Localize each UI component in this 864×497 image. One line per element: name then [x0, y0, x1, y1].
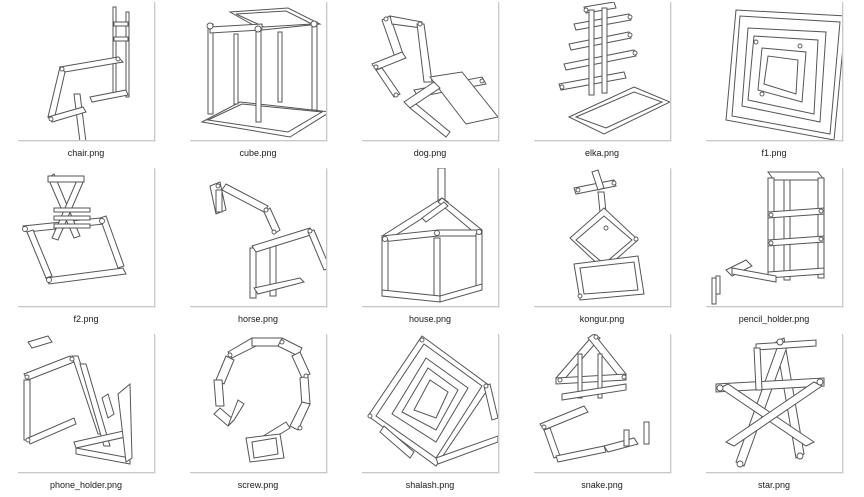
- file-item-f1[interactable]: f1.png: [688, 0, 860, 165]
- file-name-label: horse.png: [237, 314, 279, 324]
- shalash-thumbnail: [354, 332, 506, 477]
- file-name-label: f1.png: [761, 148, 787, 158]
- file-item-kongur[interactable]: kongur.png: [516, 166, 688, 331]
- file-item-snake[interactable]: snake.png: [516, 332, 688, 497]
- file-item-f2[interactable]: f2.png: [0, 166, 172, 331]
- file-name-label: f2.png: [73, 314, 99, 324]
- kongur-thumbnail: [526, 166, 678, 311]
- file-item-horse[interactable]: horse.png: [172, 166, 344, 331]
- file-name-label: shalash.png: [405, 480, 455, 490]
- house-thumbnail: [354, 166, 506, 311]
- cube-thumbnail: [182, 0, 334, 145]
- dog-thumbnail: [354, 0, 506, 145]
- file-item-house[interactable]: house.png: [344, 166, 516, 331]
- file-name-label: phone_holder.png: [49, 480, 123, 490]
- file-name-label: chair.png: [67, 148, 105, 158]
- file-name-label: dog.png: [413, 148, 447, 158]
- snake-thumbnail: [526, 332, 678, 477]
- star-thumbnail: [698, 332, 850, 477]
- chair-thumbnail: [10, 0, 162, 145]
- file-name-label: snake.png: [581, 480, 623, 490]
- f1-thumbnail: [698, 0, 850, 145]
- file-item-screw[interactable]: screw.png: [172, 332, 344, 497]
- file-name-label: star.png: [757, 480, 791, 490]
- file-item-shalash[interactable]: shalash.png: [344, 332, 516, 497]
- file-name-label: elka.png: [584, 148, 620, 158]
- file-item-elka[interactable]: elka.png: [516, 0, 688, 165]
- horse-thumbnail: [182, 166, 334, 311]
- file-name-label: kongur.png: [579, 314, 625, 324]
- screw-thumbnail: [182, 332, 334, 477]
- file-name-label: screw.png: [237, 480, 279, 490]
- file-name-label: cube.png: [239, 148, 277, 158]
- phone-holder-thumbnail: [10, 332, 162, 477]
- file-name-label: pencil_holder.png: [738, 314, 810, 324]
- pencil-holder-thumbnail: [698, 166, 850, 311]
- elka-thumbnail: [526, 0, 678, 145]
- file-item-cube[interactable]: cube.png: [172, 0, 344, 165]
- f2-thumbnail: [10, 166, 162, 311]
- file-item-pencil-holder[interactable]: pencil_holder.png: [688, 166, 860, 331]
- file-item-phone-holder[interactable]: phone_holder.png: [0, 332, 172, 497]
- file-item-chair[interactable]: chair.png: [0, 0, 172, 165]
- file-item-star[interactable]: star.png: [688, 332, 860, 497]
- file-name-label: house.png: [408, 314, 452, 324]
- file-item-dog[interactable]: dog.png: [344, 0, 516, 165]
